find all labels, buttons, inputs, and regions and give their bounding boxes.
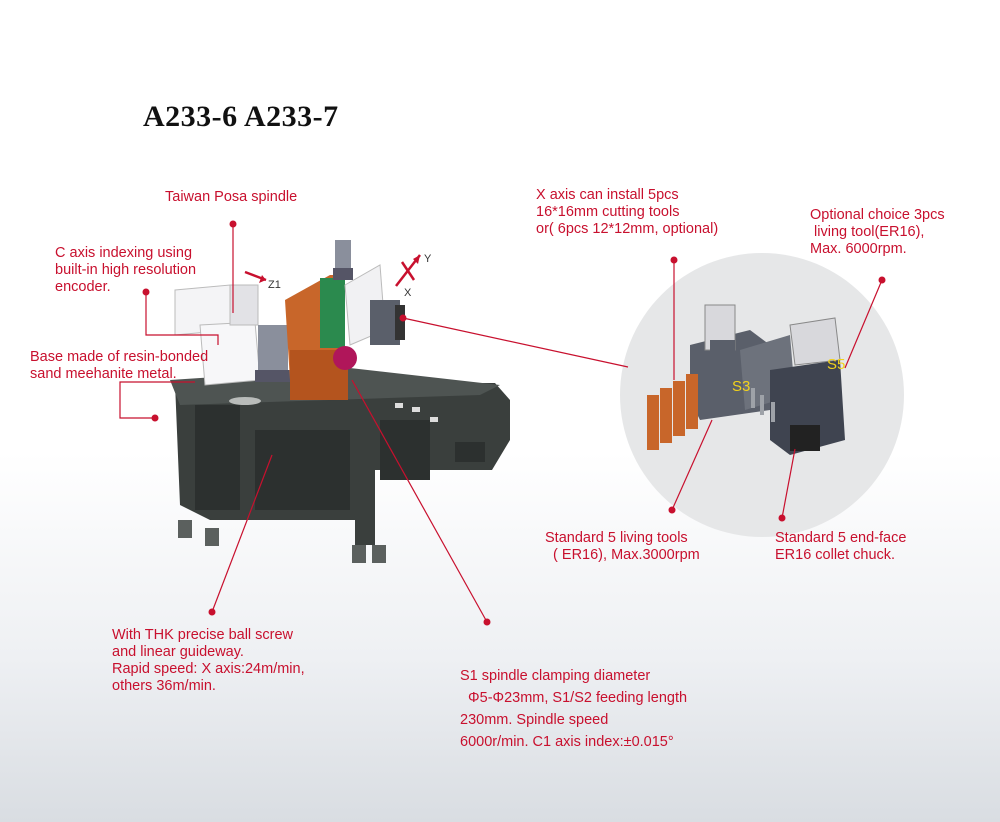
callout-dots — [142, 220, 886, 626]
callout-lines — [119, 224, 883, 623]
optional-tool-callout: Optional choice 3pcs living tool(ER16), … — [810, 207, 945, 257]
c-axis-callout: C axis indexing using built-in high reso… — [55, 245, 197, 295]
end-face-callout: Standard 5 end-face ER16 collet chuck. — [775, 530, 907, 563]
s5-label: S5 — [827, 356, 845, 373]
tool-assembly-zoom — [647, 304, 845, 455]
model-title: A233-6 A233-7 — [143, 100, 339, 133]
base-callout: Base made of resin-bonded sand meehanite… — [30, 349, 209, 382]
tool-column — [285, 240, 405, 400]
x-axis-tools-callout: X axis can install 5pcs 16*16mm cutting … — [536, 187, 719, 237]
s1-spindle-callout: S1 spindle clamping diameter Φ5-Φ23mm, S… — [460, 668, 688, 750]
spindle-callout: Taiwan Posa spindle — [165, 189, 298, 205]
machine-base — [170, 368, 510, 563]
main-spindle — [174, 284, 290, 386]
y-axis-label: Y — [424, 253, 432, 265]
ball-screw-callout: With THK precise ball screw and linear g… — [112, 627, 305, 694]
z1-axis-label: Z1 — [268, 279, 281, 291]
x-axis-label: X — [404, 287, 412, 299]
s3-label: S3 — [732, 378, 750, 395]
living-tools-callout: Standard 5 living tools ( ER16), Max.300… — [545, 530, 700, 563]
